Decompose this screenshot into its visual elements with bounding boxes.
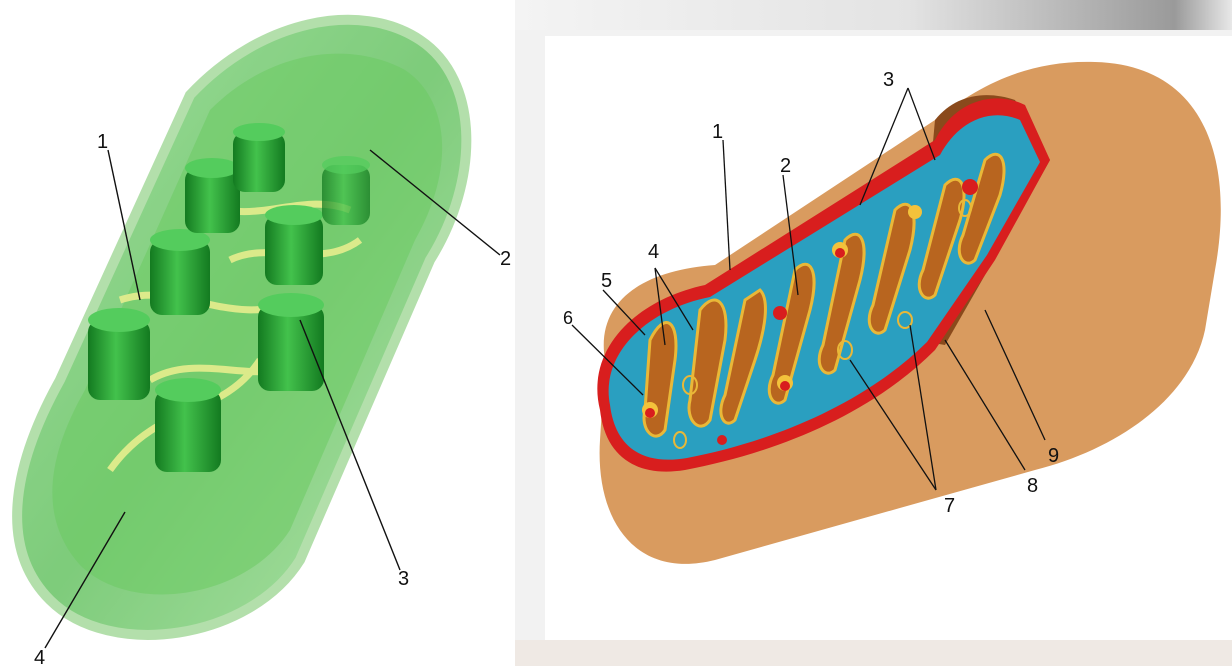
- mito-label-2: 2: [780, 155, 791, 177]
- granum: [233, 123, 285, 192]
- mito-label-8: 8: [1027, 475, 1038, 497]
- granum: [265, 205, 323, 285]
- chloroplast-label-2: 2: [500, 248, 511, 270]
- chloroplast-label-3: 3: [398, 568, 409, 590]
- granum: [322, 156, 370, 225]
- chloroplast-label-1: 1: [97, 131, 108, 153]
- chloroplast-label-4: 4: [34, 647, 45, 666]
- mito-label-5: 5: [601, 270, 612, 292]
- mitochondrion-panel: 3 1 2 4 5 6 7 8 9: [515, 0, 1232, 666]
- mito-label-7: 7: [944, 495, 955, 517]
- mito-label-1: 1: [712, 121, 723, 143]
- mitochondrion-illustration: 3 1 2 4 5 6 7 8 9: [515, 0, 1232, 666]
- mito-label-3: 3: [883, 69, 894, 91]
- chloroplast-outer-membrane: [17, 20, 466, 635]
- mito-label-4: 4: [648, 241, 659, 263]
- chloroplast-diagram: 1 2 3 4: [0, 0, 515, 666]
- granum: [185, 158, 240, 233]
- mito-label-9: 9: [1048, 445, 1059, 467]
- granum: [155, 378, 221, 472]
- granum: [150, 229, 210, 315]
- granum: [88, 308, 150, 400]
- granum: [258, 293, 324, 391]
- mito-label-6: 6: [563, 308, 573, 328]
- chloroplast-illustration: 1 2 3 4: [0, 0, 515, 666]
